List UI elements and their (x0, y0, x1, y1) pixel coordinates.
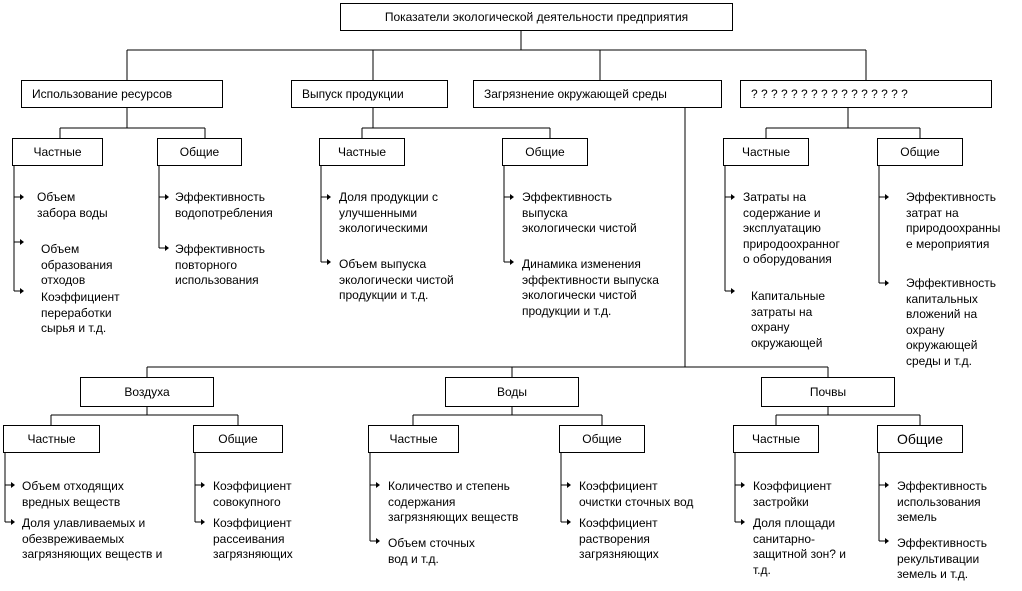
connector-arrow-31 (327, 259, 331, 265)
resources-general-item-1: Эффективность водопотребления (175, 190, 273, 220)
resources-partial-item-2: Объем образования отходов (41, 242, 113, 286)
connector-arrow-36 (510, 259, 514, 265)
connector-arrow-43 (731, 194, 735, 200)
connector-arrow-83 (567, 519, 571, 525)
pollution-air-box: Воздуха (80, 377, 214, 407)
connector-arrow-95 (885, 482, 889, 488)
products-partial-item-1: Доля продукции с улучшенными экологическ… (339, 190, 438, 235)
connector-arrow-48 (885, 194, 889, 200)
resources-general-box: Общие (157, 138, 242, 166)
air-general-item-1: Коэффициент совокупного (213, 479, 292, 509)
water-general-item-1: Коэффициент очистки сточных вод (579, 479, 694, 509)
root-box: Показатели экологической деятельности пр… (340, 3, 733, 31)
soil-general-box: Общие (877, 425, 963, 453)
products-partial-box: Частные (319, 138, 405, 166)
unknown-partial-box: Частные (723, 138, 809, 166)
unknown-partial-item-2: Капитальные затраты на охрану окружающей (751, 289, 826, 350)
unknown-general-box: Общие (877, 138, 963, 166)
connector-arrow-81 (567, 482, 571, 488)
connector-arrow-92 (741, 519, 745, 525)
connector-arrow-97 (885, 538, 889, 544)
connector-arrow-62 (11, 482, 15, 488)
connector-arrow-90 (741, 482, 745, 488)
air-general-item-2: Коэффициент рассеивания загрязняющих (213, 516, 293, 561)
products-general-box: Общие (502, 138, 588, 166)
connector-arrow-29 (327, 194, 331, 200)
connector-arrow-76 (376, 482, 380, 488)
connector-arrow-20 (165, 194, 169, 200)
soil-general-item-2: Эффективность рекультивации земель и т.д… (897, 536, 988, 581)
air-partial-item-1: Объем отходящих вредных веществ (22, 479, 124, 509)
connector-arrow-45 (731, 288, 735, 294)
connector-arrow-34 (510, 194, 514, 200)
water-general-item-2: Коэффициент растворения загрязняющих (579, 516, 659, 561)
category-resources-box: Использование ресурсов (21, 80, 223, 108)
connector-arrow-50 (885, 280, 889, 286)
resources-partial-box: Частные (12, 138, 103, 166)
connector-arrow-13 (20, 194, 24, 200)
water-general-box: Общие (559, 425, 645, 453)
connector-arrow-64 (11, 519, 15, 525)
connector-arrow-22 (165, 245, 169, 251)
connector-arrow-78 (376, 538, 380, 544)
connector-arrow-15 (20, 239, 24, 245)
soil-partial-item-2: Доля площади санитарно- защитной зон? и … (753, 516, 846, 577)
air-general-box: Общие (193, 425, 283, 453)
unknown-general-item-2: Эффективность капитальных вложений на ох… (906, 276, 997, 368)
unknown-general-item-1: Эффективность затрат на природоохранны е… (906, 190, 1001, 251)
products-general-item-1: Эффективность выпуска экологически чисто… (522, 190, 637, 235)
connector-arrow-67 (201, 482, 205, 488)
soil-partial-item-1: Коэффициент застройки (753, 479, 832, 509)
connector-arrow-69 (201, 519, 205, 525)
water-partial-box: Частные (368, 425, 459, 453)
products-general-item-2: Динамика изменения эффективности выпуска… (522, 257, 659, 318)
resources-partial-item-1: Объем забора воды (37, 190, 108, 220)
category-unknown-box: ? ? ? ? ? ? ? ? ? ? ? ? ? ? ? ? (740, 80, 992, 108)
category-products-box: Выпуск продукции (291, 80, 448, 108)
pollution-soil-box: Почвы (761, 377, 895, 407)
products-partial-item-2: Объем выпуска экологически чистой продук… (339, 257, 454, 302)
pollution-water-box: Воды (445, 377, 579, 407)
unknown-partial-item-1: Затраты на содержание и эксплуатацию при… (743, 190, 840, 266)
category-pollution-box: Загрязнение окружающей среды (473, 80, 722, 108)
resources-partial-item-3: Коэффициент переработки сырья и т.д. (41, 290, 120, 335)
resources-general-item-2: Эффективность повторного использования (175, 242, 266, 287)
soil-general-item-1: Эффективность использования земель (897, 479, 988, 524)
water-partial-item-1: Количество и степень содержания загрязня… (388, 479, 519, 524)
water-partial-item-2: Объем сточных вод и т.д. (388, 536, 475, 566)
connector-arrow-17 (20, 288, 24, 294)
air-partial-item-2: Доля улавливаемых и обезвреживаемых загр… (22, 516, 163, 561)
soil-partial-box: Частные (733, 425, 819, 453)
air-partial-box: Частные (3, 425, 100, 453)
